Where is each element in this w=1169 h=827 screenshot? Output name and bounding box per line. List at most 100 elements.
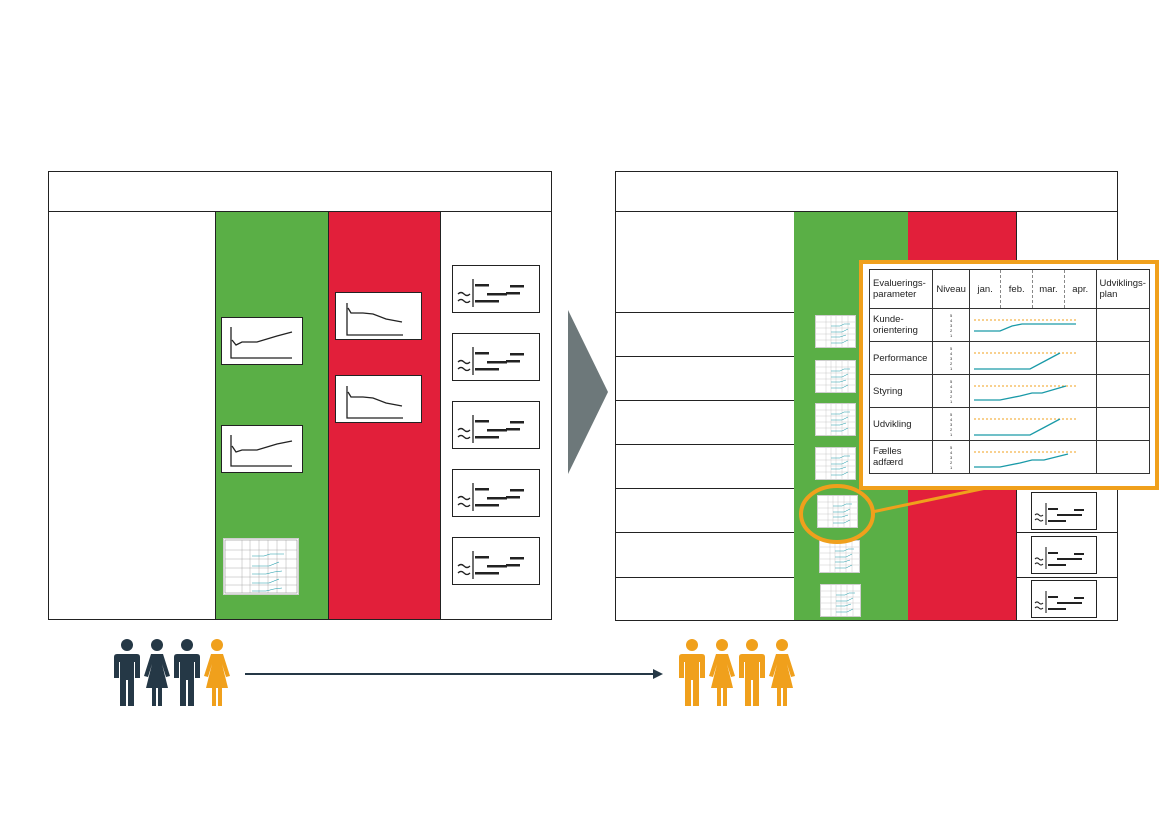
evaluation-table-thumbnail (817, 495, 858, 528)
people-group-right (678, 638, 808, 708)
niveau-scale-label: 1 (950, 464, 953, 470)
niveau-scale-label: 4 (950, 383, 953, 389)
evaluation-table-thumbnail (815, 315, 856, 348)
falling-line-chart-thumbnail (335, 375, 422, 423)
trend-cell (968, 440, 1097, 474)
plan-cell (1095, 308, 1150, 342)
right-row-divider (616, 400, 794, 401)
arrow-right-icon (245, 669, 663, 679)
niveau-scale-label: 3 (950, 355, 953, 361)
niveau-scale-label: 1 (950, 431, 953, 437)
evaluation-table-thumbnail (820, 584, 861, 617)
right-row-divider (616, 577, 794, 578)
niveau-scale-label: 2 (950, 426, 953, 432)
evaluation-table-icon (224, 539, 298, 594)
evaluation-table: Evaluerings-​parameter Niveau jan. feb. … (868, 269, 1150, 474)
evaluation-table-icon (816, 361, 855, 392)
niveau-scale-label: 5 (950, 312, 953, 318)
falling-line-chart-thumbnail (335, 292, 422, 340)
gantt-chart-icon (457, 483, 524, 511)
right-row-divider (1017, 577, 1117, 578)
evaluation-table-thumbnail (815, 360, 856, 393)
evaluation-table-icon (820, 541, 859, 572)
zoom-highlight (799, 484, 875, 544)
evaluation-table-icon (816, 404, 855, 435)
right-panel-header-divider (615, 211, 1118, 212)
row-label: Kunde-​orientering (868, 308, 934, 342)
row-label: Udvikling (868, 407, 934, 441)
trend-line (973, 352, 1078, 370)
highlight-ellipse (799, 484, 875, 544)
header-cell: Evaluerings-​parameter (868, 269, 934, 309)
header-cell: mar. (1031, 269, 1065, 309)
niveau-scale-label: 2 (950, 360, 953, 366)
person-woman-icon (204, 639, 230, 706)
row-label: Fælles adfærd (868, 440, 934, 474)
left-column-divider (328, 212, 329, 619)
gantt-chart-thumbnail (452, 333, 540, 381)
niveau-scale-label: 4 (950, 317, 953, 323)
rising-line-chart-thumbnail (221, 425, 303, 473)
chevron-right-icon (568, 310, 608, 474)
header-cell: Niveau (932, 269, 970, 309)
niveau-scale-label: 5 (950, 345, 953, 351)
trend-cell (968, 308, 1097, 342)
trend-line (973, 418, 1078, 436)
right-row-divider (1017, 532, 1117, 533)
trend-line (973, 385, 1078, 401)
niveau-scale-label: 3 (950, 454, 953, 460)
header-cell: jan. (968, 269, 1002, 309)
plan-cell (1095, 407, 1150, 441)
gantt-chart-thumbnail (1031, 536, 1097, 574)
evaluation-table-thumbnail (815, 447, 856, 480)
trend-cell (968, 374, 1097, 408)
rising-line-chart-icon (230, 327, 293, 359)
niveau-scale-label: 2 (950, 327, 953, 333)
niveau-scale-label: 4 (950, 449, 953, 455)
person-man-icon (739, 639, 765, 706)
gantt-chart-icon (457, 551, 524, 579)
niveau-scale-label: 5 (950, 378, 953, 384)
niveau-scale-label: 5 (950, 444, 953, 450)
niveau-scale-label: 1 (950, 365, 953, 371)
rising-line-chart-icon (230, 435, 293, 467)
left-column-divider (440, 212, 441, 619)
gantt-chart-icon (457, 415, 524, 443)
evaluation-table-icon (821, 585, 860, 616)
table-header-row: Evaluerings-​parameter Niveau jan. feb. … (868, 269, 1150, 309)
trend-cell (968, 407, 1097, 441)
gantt-chart-thumbnail (452, 469, 540, 517)
plan-cell (1095, 374, 1150, 408)
zoomed-evaluation-table: Evaluerings-​parameter Niveau jan. feb. … (859, 260, 1159, 490)
row-label: Performance (868, 341, 934, 375)
niveau-scale-label: 5 (950, 411, 953, 417)
evaluation-table-thumbnail (819, 540, 860, 573)
gantt-chart-thumbnail (452, 401, 540, 449)
gantt-chart-icon (1034, 591, 1084, 613)
niveau-scale-label: 1 (950, 398, 953, 404)
right-row-divider (616, 312, 794, 313)
trend-line (973, 319, 1078, 332)
niveau-scale-label: 3 (950, 421, 953, 427)
person-woman-icon (144, 639, 170, 706)
gantt-chart-thumbnail (1031, 492, 1097, 530)
gantt-chart-icon (1034, 547, 1084, 569)
plan-cell (1095, 341, 1150, 375)
evaluation-table-thumbnail (815, 403, 856, 436)
falling-line-chart-icon (346, 386, 403, 419)
person-woman-icon (709, 639, 735, 706)
niveau-scale-label: 2 (950, 393, 953, 399)
niveau-scale-label: 4 (950, 350, 953, 356)
gantt-chart-icon (457, 279, 524, 307)
gantt-chart-thumbnail (452, 537, 540, 585)
person-man-icon (679, 639, 705, 706)
gantt-chart-thumbnail (1031, 580, 1097, 618)
rising-line-chart-thumbnail (221, 317, 303, 365)
